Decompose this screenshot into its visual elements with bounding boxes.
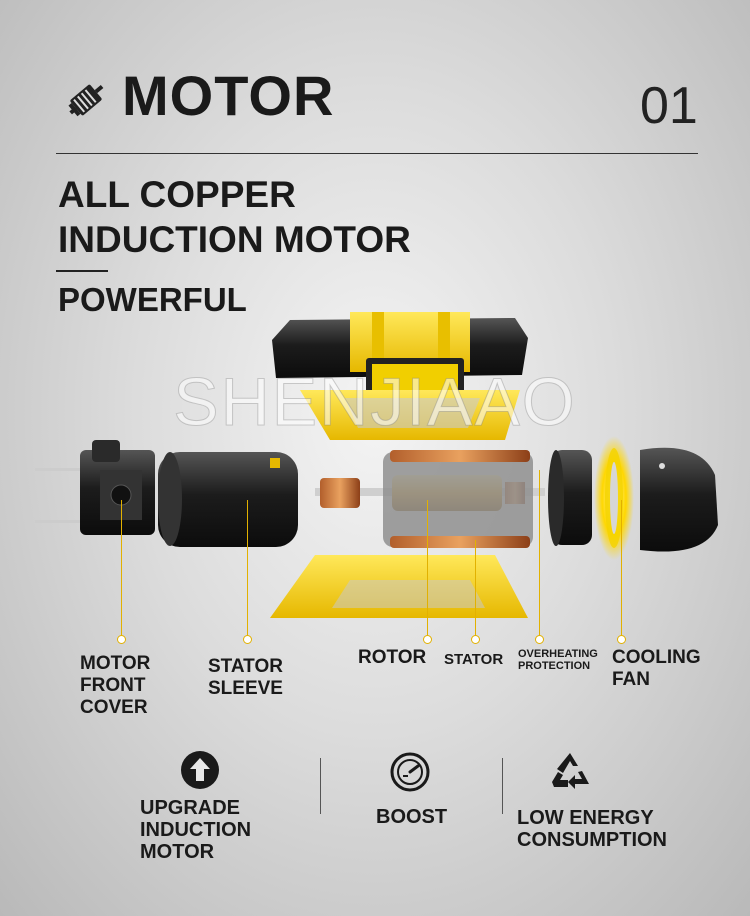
feature-line: LOW ENERGY — [517, 807, 654, 829]
leader-dot-stator — [471, 635, 480, 644]
feature-divider-1 — [320, 758, 321, 814]
feature-line: UPGRADE — [140, 797, 241, 819]
label-line: SLEEVE — [208, 678, 283, 699]
feature-upgrade-induction-motor: UPGRADE INDUCTION MOTOR — [140, 797, 251, 863]
leader-dot-stator-sleeve — [243, 635, 252, 644]
motor-icon — [60, 74, 112, 126]
label-overheating-protection: OVERHEATING PROTECTION — [518, 648, 598, 672]
recycle-icon — [548, 750, 592, 792]
leader-front-cover — [121, 500, 122, 638]
label-line: STATOR — [208, 656, 283, 677]
headline-line1: ALL COPPER — [58, 174, 296, 215]
feature-line: MOTOR — [140, 841, 215, 863]
subtitle: POWERFUL — [58, 281, 247, 318]
feature-line: CONSUMPTION — [517, 829, 667, 851]
motor-exploded-illustration — [35, 312, 718, 618]
feature-boost: BOOST — [376, 806, 448, 828]
cooling-fan-part — [594, 436, 634, 560]
headline: ALL COPPER INDUCTION MOTOR — [58, 172, 411, 262]
rear-cover — [640, 447, 718, 552]
label-line: OVERHEATING — [518, 648, 598, 660]
leader-rotor — [427, 500, 428, 638]
page-number: 01 — [640, 77, 698, 135]
arrow-up-icon — [180, 750, 220, 790]
label-line: COVER — [80, 697, 148, 718]
leader-stator-sleeve — [247, 500, 248, 638]
leader-dot-cooling-fan — [617, 635, 626, 644]
header-divider — [56, 153, 698, 154]
top-housing — [272, 312, 528, 440]
boost-gauge-icon — [390, 752, 430, 792]
label-line: MOTOR — [80, 653, 151, 674]
short-rule — [56, 270, 108, 272]
label-motor-front-cover: MOTOR FRONT COVER — [80, 653, 150, 719]
front-cover — [35, 440, 155, 535]
leader-cooling-fan — [621, 500, 622, 638]
label-stator-sleeve: STATOR SLEEVE — [208, 656, 283, 700]
headline-line2: INDUCTION MOTOR — [58, 219, 411, 260]
watermark: SHENJIAAO — [173, 364, 577, 440]
leader-dot-overheating — [535, 635, 544, 644]
leader-overheating — [539, 470, 540, 638]
label-stator: STATOR — [444, 651, 504, 668]
stator — [383, 450, 533, 548]
feature-low-energy-consumption: LOW ENERGY CONSUMPTION — [517, 807, 667, 851]
overheating-protection-part — [548, 450, 592, 546]
leader-dot-front-cover — [117, 635, 126, 644]
base-bracket — [270, 555, 528, 618]
feature-divider-2 — [502, 758, 503, 814]
stator-sleeve — [158, 452, 298, 547]
label-cooling-fan: COOLING FAN — [612, 647, 701, 691]
label-rotor: ROTOR — [358, 647, 427, 668]
label-line: FAN — [612, 669, 650, 690]
label-line: PROTECTION — [518, 660, 591, 672]
page-title: MOTOR — [122, 64, 335, 127]
feature-line: INDUCTION — [140, 819, 252, 841]
leader-stator — [475, 540, 476, 638]
leader-dot-rotor — [423, 635, 432, 644]
label-line: COOLING — [612, 647, 701, 668]
label-line: FRONT — [80, 675, 146, 696]
